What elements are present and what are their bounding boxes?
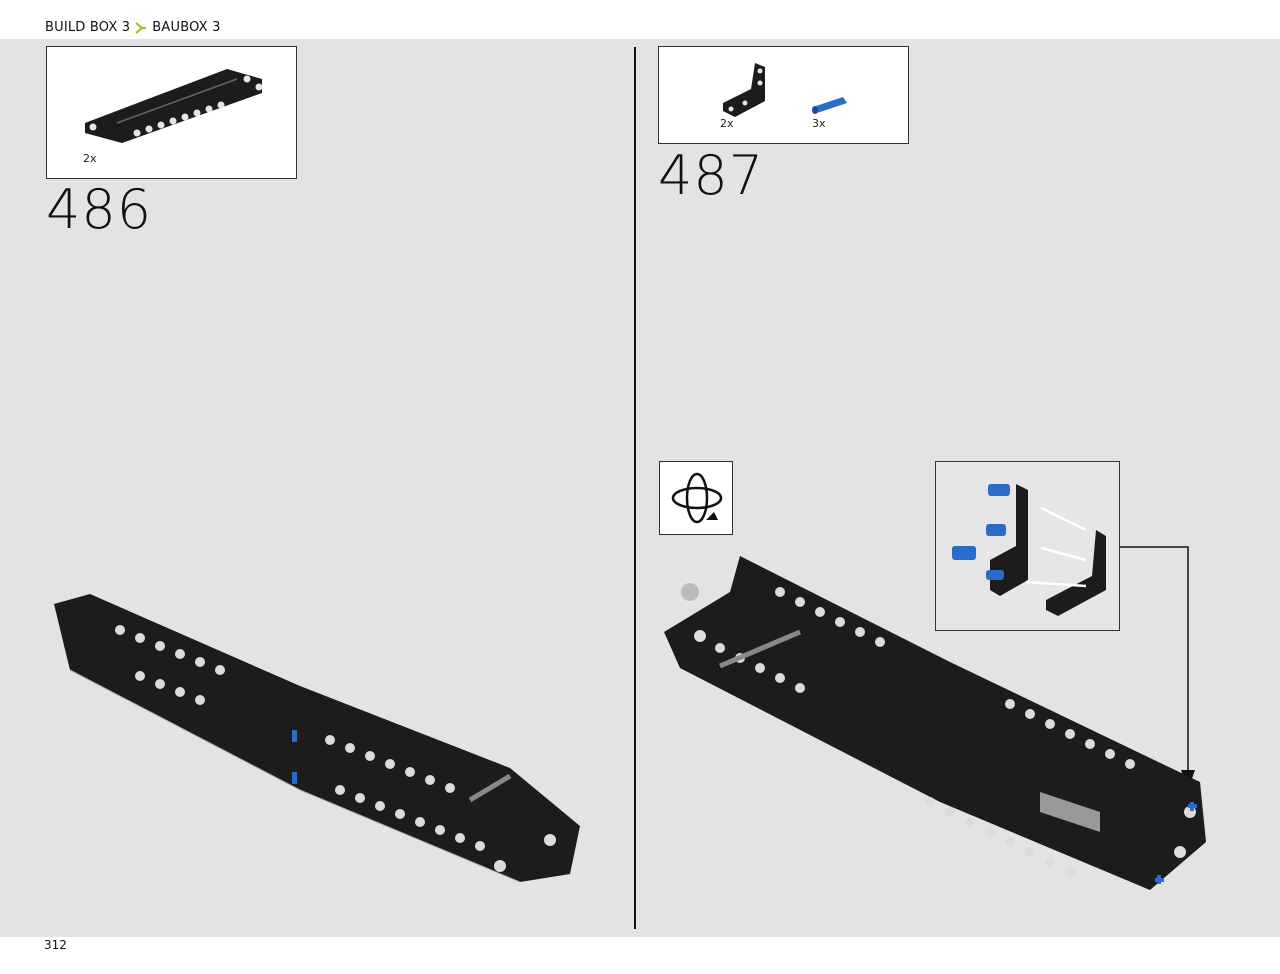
rotate-instruction (659, 461, 733, 535)
header-bar: BUILD BOX 3 BAUBOX 3 (0, 0, 1280, 39)
assembly-487 (664, 556, 1206, 890)
page-divider (634, 47, 636, 929)
step-number-487: 487 (658, 144, 765, 207)
assembly-486 (54, 594, 580, 883)
footer-bar (0, 937, 1280, 974)
chevron-right-icon (135, 21, 147, 34)
breadcrumb-baubox: BAUBOX 3 (152, 20, 221, 35)
breadcrumb-build-box: BUILD BOX 3 (45, 20, 131, 35)
callout-subassembly (935, 461, 1120, 631)
breadcrumb: BUILD BOX 3 BAUBOX 3 (45, 20, 221, 35)
parts-list-487: 2x 3x (658, 46, 909, 144)
parts-list-486: 2x (46, 46, 297, 179)
part-qty: 3x (812, 117, 826, 130)
beam-panel-icon (85, 69, 263, 143)
part-qty: 2x (720, 117, 734, 130)
page-number: 312 (44, 938, 67, 952)
callout-pins-diagram (952, 484, 1106, 616)
step-number-486: 486 (46, 178, 153, 241)
blue-pin-icon (812, 97, 847, 114)
part-qty: 2x (83, 152, 97, 165)
rotate-model-icon (671, 472, 723, 524)
l-beam-icon (723, 63, 765, 117)
